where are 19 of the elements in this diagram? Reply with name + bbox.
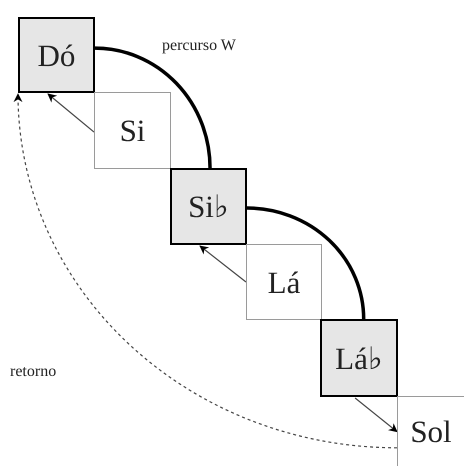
arrow bbox=[354, 398, 398, 432]
note-box bbox=[170, 168, 247, 245]
note-name: Dó bbox=[38, 40, 76, 70]
note-name: Lá bbox=[268, 266, 300, 298]
edge-label: percurso W bbox=[162, 38, 236, 54]
note-name: Si♭ bbox=[188, 191, 229, 222]
note-box bbox=[320, 319, 398, 397]
note-name: Sol bbox=[410, 416, 452, 447]
note-name: Lá♭ bbox=[335, 342, 383, 374]
dashed-arrow bbox=[14, 93, 398, 448]
note-box bbox=[246, 244, 322, 320]
curved-connector bbox=[246, 206, 366, 320]
curved-connector bbox=[94, 46, 212, 168]
arrow bbox=[47, 93, 94, 132]
arrow bbox=[199, 245, 246, 282]
note-name: Si bbox=[120, 115, 146, 146]
note-box bbox=[18, 17, 95, 93]
note-box bbox=[94, 92, 171, 169]
note-box bbox=[397, 396, 464, 466]
